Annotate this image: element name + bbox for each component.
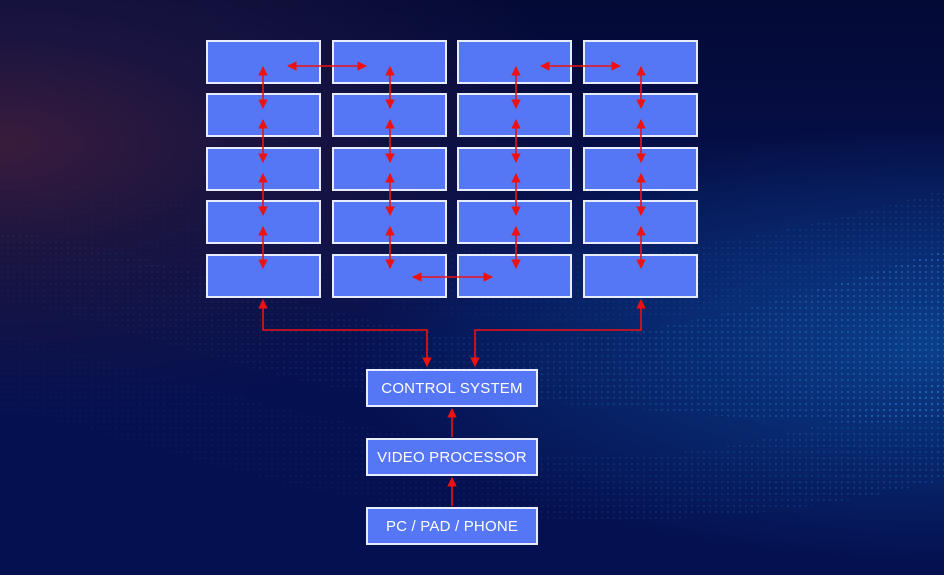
source-device-box: PC / PAD / PHONE (366, 507, 538, 545)
control-system-label: CONTROL SYSTEM (381, 379, 523, 397)
video-processor-box: VIDEO PROCESSOR (366, 438, 538, 476)
wall-to-control-left-link (258, 299, 432, 367)
control-system-box: CONTROL SYSTEM (366, 369, 538, 407)
source-device-label: PC / PAD / PHONE (385, 517, 519, 535)
wall-to-control-right-link (470, 299, 646, 367)
video-processor-label: VIDEO PROCESSOR (377, 448, 527, 466)
